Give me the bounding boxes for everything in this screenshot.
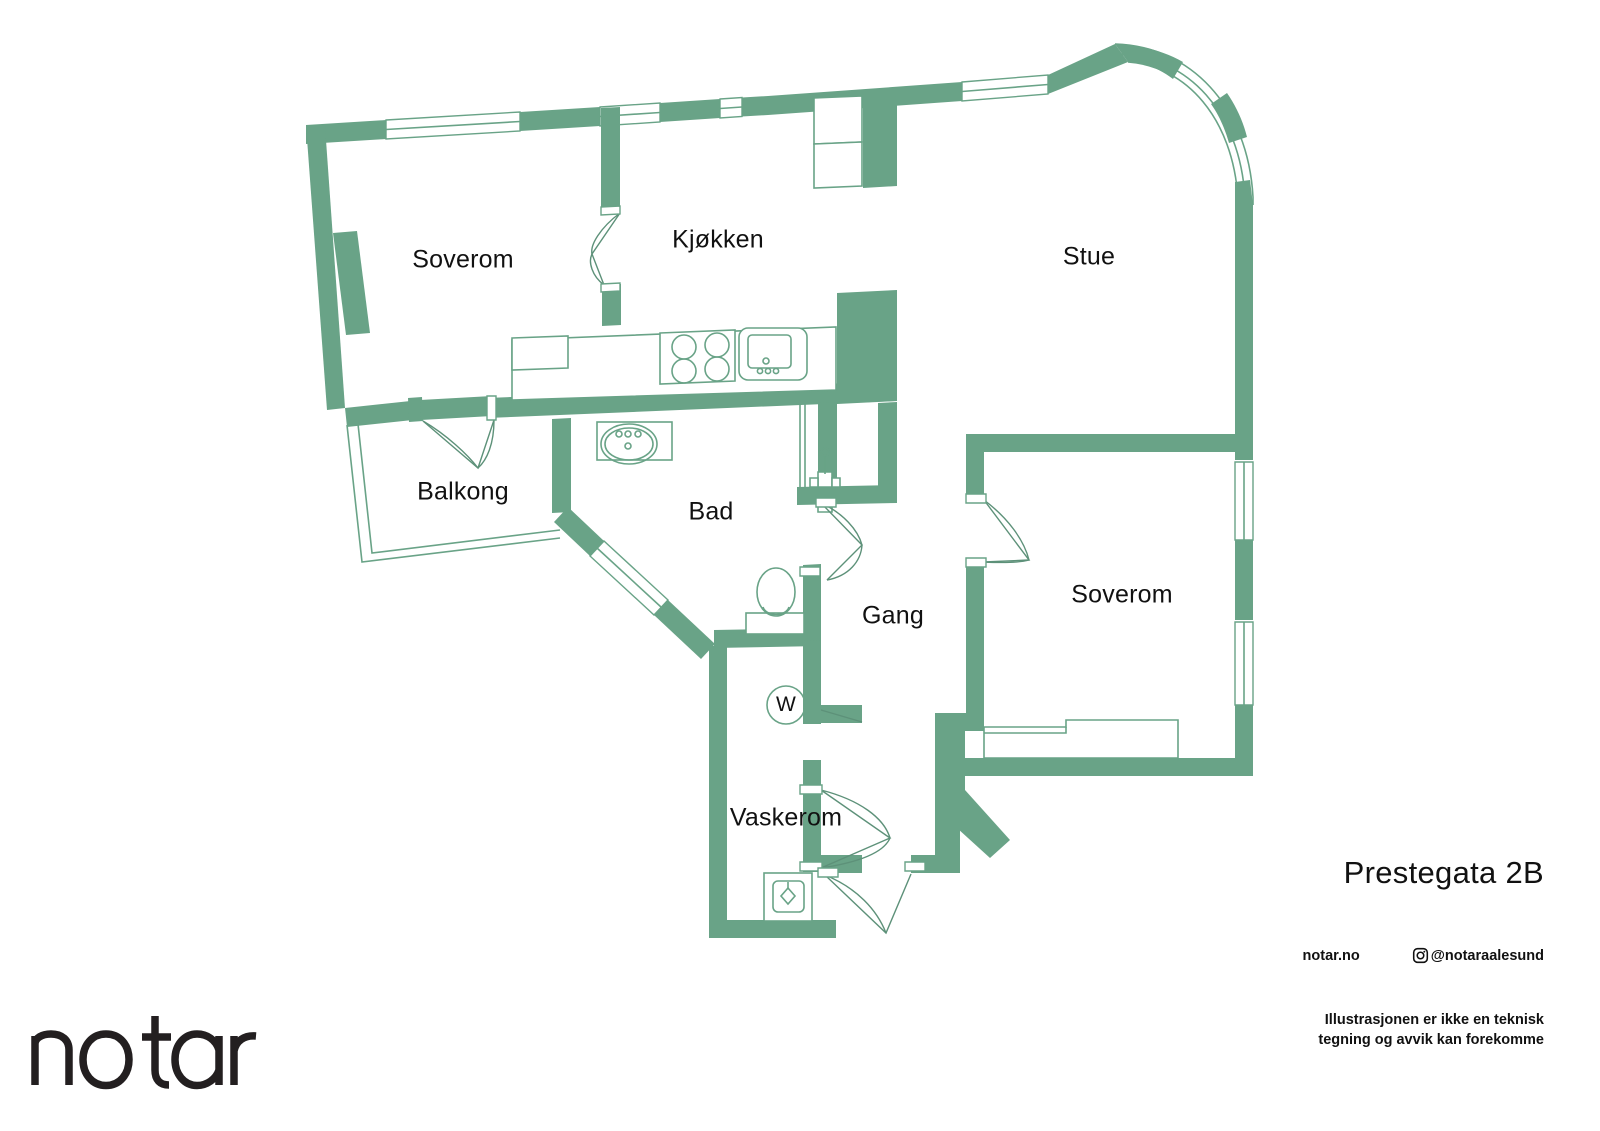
laundry-fixtures — [763, 685, 813, 922]
kitchen-cabinet-lower — [813, 141, 863, 189]
notar-logo-icon — [31, 1016, 257, 1090]
disclaimer-line-2: tegning og avvik kan forekomme — [1318, 1032, 1544, 1048]
disclaimer-line-1: Illustrasjonen er ikke en teknisk — [1324, 1012, 1544, 1028]
room-label-stue: Stue — [1062, 242, 1116, 271]
stove-cooktop — [659, 329, 736, 385]
bathroom-fixtures — [596, 403, 841, 635]
website-link[interactable]: notar.no — [1302, 947, 1360, 964]
contact-row: notar.no @notaraalesund — [1124, 947, 1544, 964]
window-kjokken-b — [719, 96, 743, 119]
kitchen-cabinet-upper — [813, 95, 863, 145]
notar-logo — [28, 1010, 263, 1095]
instagram-icon — [1412, 947, 1429, 964]
exterior-walls — [306, 43, 1254, 776]
room-label-soverom-2: Soverom — [1071, 580, 1173, 609]
window-stue-top — [961, 74, 1049, 102]
instagram-group[interactable]: @notaraalesund — [1412, 947, 1544, 964]
page-title: Prestegata 2B — [1343, 855, 1544, 890]
window-soverom2-right-b — [1234, 621, 1254, 706]
window-soverom2-right-a — [1234, 461, 1254, 541]
room-label-vaskerom: Vaskerom — [729, 803, 843, 832]
washing-machine-letter: W — [775, 693, 797, 716]
door-swings — [422, 205, 1031, 935]
window-bad-diagonal — [589, 540, 669, 616]
bathroom-sink — [596, 421, 673, 465]
interior-walls — [420, 88, 1253, 938]
oven — [738, 327, 808, 381]
washing-machine-marker — [766, 685, 806, 725]
room-label-kjokken: Kjøkken — [672, 225, 764, 254]
floor-drain — [763, 872, 813, 922]
shower-fixture — [799, 403, 841, 513]
window-soverom-top — [385, 111, 521, 140]
kitchen-fixtures — [511, 95, 863, 401]
room-label-gang: Gang — [862, 601, 924, 630]
curved-exterior-wall — [1114, 43, 1254, 230]
room-label-soverom-1: Soverom — [412, 245, 514, 274]
instagram-handle: @notaraalesund — [1430, 947, 1544, 964]
room-label-balkong: Balkong — [417, 477, 509, 506]
toilet — [745, 567, 805, 635]
info-block: Prestegata 2B notar.no @notaraalesund Il… — [1124, 855, 1544, 1050]
disclaimer: Illustrasjonen er ikke en teknisk tegnin… — [1124, 1010, 1544, 1050]
wardrobe — [983, 719, 1179, 759]
room-label-bad: Bad — [688, 497, 734, 526]
balcony-railing — [346, 423, 561, 563]
